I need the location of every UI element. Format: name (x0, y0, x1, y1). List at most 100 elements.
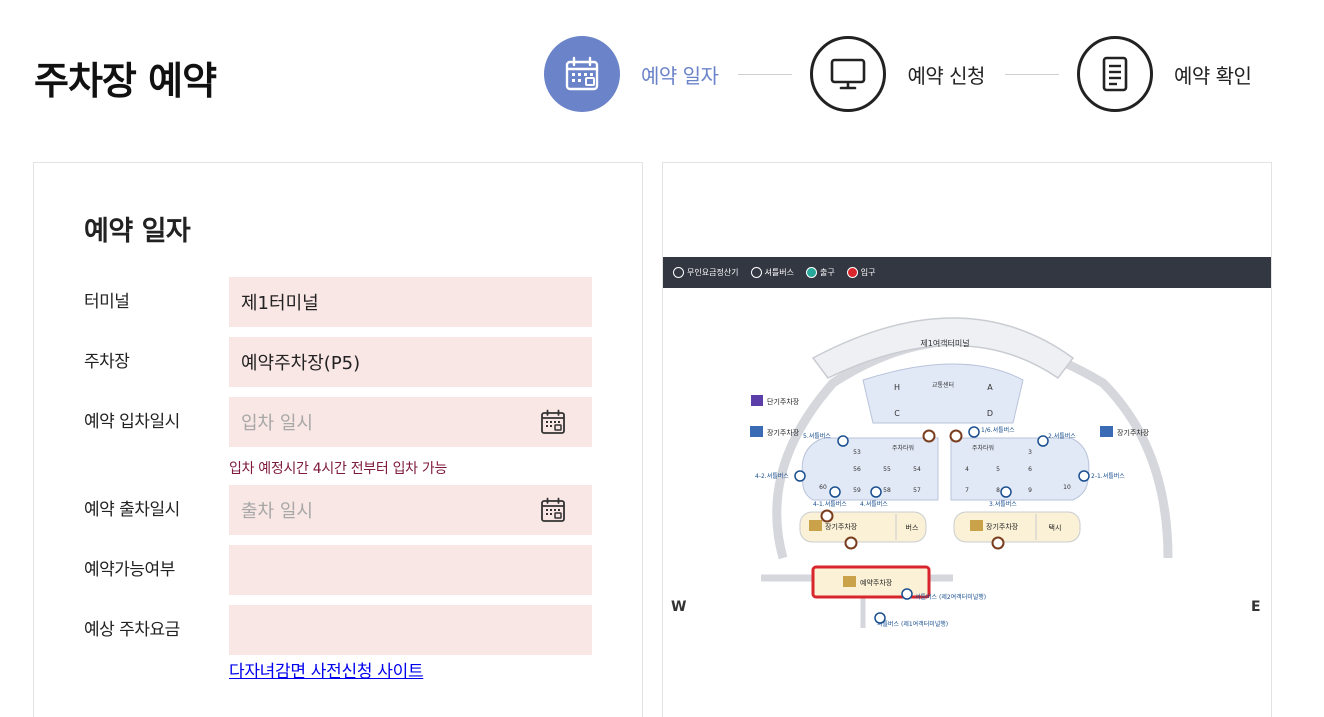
bus-label: 버스 (906, 523, 919, 532)
section-title: 예약 일자 (84, 216, 191, 247)
shuttle-bus-icon (901, 588, 913, 600)
shuttle-label: 5.셔틀버스 (803, 432, 831, 440)
block-label: 5 (996, 466, 1000, 473)
calendar-icon (565, 56, 599, 91)
step-connector (738, 73, 793, 75)
block-label: 10 (1063, 484, 1071, 491)
entry-row: 예약 입차일시 입차 일시 (84, 397, 594, 447)
p3-long-term (953, 511, 1081, 543)
p5-label: 예약주차장 (860, 578, 893, 587)
shuttle-bus-icon (794, 470, 806, 482)
parking-label: 주차장 (84, 352, 130, 372)
shuttle-bus-icon (750, 267, 762, 278)
shuttle-bus-icon (870, 486, 882, 498)
p5-badge (843, 576, 856, 587)
parking-select[interactable]: 예약주차장(P5) (229, 337, 592, 387)
step-connector (1004, 73, 1059, 75)
terminal-select[interactable]: 제1터미널 (229, 277, 592, 327)
parking-value: 예약주차장(P5) (241, 353, 361, 374)
terminal-row: 터미널 제1터미널 (84, 277, 594, 327)
payment-kiosk-icon (949, 429, 963, 443)
shuttle-bus-icon (837, 435, 849, 447)
block-label: 9 (1028, 487, 1032, 494)
map-drawing: 제1여객터미널 교통센터 H A C D 단기주차장 장기주차장 장기주차장 주… (750, 317, 1173, 628)
multi-child-discount-link[interactable]: 다자녀감면 사전신청 사이트 (229, 662, 424, 682)
availability-row: 예약가능여부 (84, 545, 594, 595)
step-circle-inactive (810, 36, 887, 112)
p5-reservation-parking (811, 565, 931, 599)
step-reservation-apply: 예약 신청 (810, 36, 985, 112)
terminal-building (811, 317, 1075, 380)
short-term-label: 단기주차장 (767, 397, 800, 406)
legend-label: 출구 (819, 268, 835, 277)
parking-map: 무인요금정산기 셔틀버스 출구 입구 (663, 257, 1271, 628)
block-label: 7 (965, 487, 969, 494)
short-term-badge (751, 395, 763, 406)
left-parking-tower (801, 437, 939, 501)
fee-row: 예상 주차요금 (84, 605, 594, 655)
transport-center-label: 교통센터 (932, 381, 954, 389)
compass-west: W (671, 599, 687, 615)
block-label: 3 (1028, 449, 1032, 456)
p3-label: 장기주차장 (986, 522, 1019, 531)
parking-tower-label: 주차타워 (972, 444, 994, 452)
p2-badge (750, 426, 763, 437)
step-label: 예약 일자 (641, 63, 719, 88)
p4-label: 장기주차장 (825, 522, 858, 531)
shuttle-t1-label: 셔틀버스 (제1여객터미널행) (877, 620, 948, 628)
p3-badge (970, 520, 983, 531)
payment-kiosk-icon (922, 429, 936, 443)
payment-kiosk-icon (673, 267, 684, 278)
shuttle-bus-icon (829, 486, 841, 498)
legend-item: 셔틀버스 (750, 267, 794, 278)
shuttle-label: 1/6.셔틀버스 (981, 426, 1015, 434)
transport-center (862, 363, 1024, 424)
exit-icon (805, 267, 817, 278)
block-label: 6 (1028, 466, 1032, 473)
legend-item: 출구 (805, 267, 835, 278)
fee-field (229, 605, 592, 655)
shuttle-label: 4.셔틀버스 (860, 500, 888, 508)
legend-item: 입구 (846, 267, 875, 278)
shuttle-label: 4-2.셔틀버스 (755, 472, 789, 480)
parking-map-panel: 무인요금정산기 셔틀버스 출구 입구 (662, 162, 1272, 717)
shuttle-label: 4-1.셔틀버스 (813, 500, 847, 508)
exit-datetime-input[interactable]: 출차 일시 (229, 485, 592, 535)
legend-label: 셔틀버스 (764, 268, 794, 277)
p4-badge (809, 520, 822, 531)
block-label: 60 (819, 484, 827, 491)
legend-label: 무인요금정산기 (687, 268, 739, 277)
entrance-icon (846, 267, 858, 278)
parking-row: 주차장 예약주차장(P5) (84, 337, 594, 387)
entry-datetime-input[interactable]: 입차 일시 (229, 397, 592, 447)
shuttle-t2-label: 셔틀버스 (제2여객터미널행) (915, 593, 986, 601)
block-label: 58 (883, 487, 891, 494)
block-label: 56 (853, 466, 861, 473)
entry-placeholder: 입차 일시 (241, 413, 313, 434)
shuttle-label: 2.셔틀버스 (1048, 432, 1076, 440)
calendar-icon[interactable] (540, 497, 566, 523)
block-label: 55 (883, 466, 891, 473)
reservation-form-panel: 예약 일자 터미널 제1터미널 주차장 예약주차장(P5) 예약 입차일시 입차… (33, 162, 643, 717)
terminal-label: 제1여객터미널 (920, 338, 969, 348)
exit-placeholder: 출차 일시 (241, 501, 313, 522)
block-label: 53 (853, 449, 861, 456)
step-reservation-date: 예약 일자 (544, 36, 719, 112)
shuttle-bus-icon (1000, 486, 1012, 498)
progress-steps: 예약 일자 예약 신청 (544, 36, 1252, 112)
p1-badge (1100, 426, 1113, 437)
step-circle-active (544, 36, 620, 112)
fee-label: 예상 주차요금 (84, 620, 180, 640)
legend-item: 무인요금정산기 (673, 267, 739, 278)
document-icon (1102, 56, 1128, 92)
payment-kiosk-icon (991, 536, 1005, 550)
p2-label: 장기주차장 (767, 428, 800, 437)
block-label: 54 (913, 466, 921, 473)
block-label: 4 (965, 466, 969, 473)
monitor-icon (831, 58, 866, 90)
shuttle-label: 3.셔틀버스 (989, 500, 1017, 508)
availability-field (229, 545, 592, 595)
step-circle-inactive (1076, 36, 1153, 112)
calendar-icon[interactable] (540, 409, 566, 435)
